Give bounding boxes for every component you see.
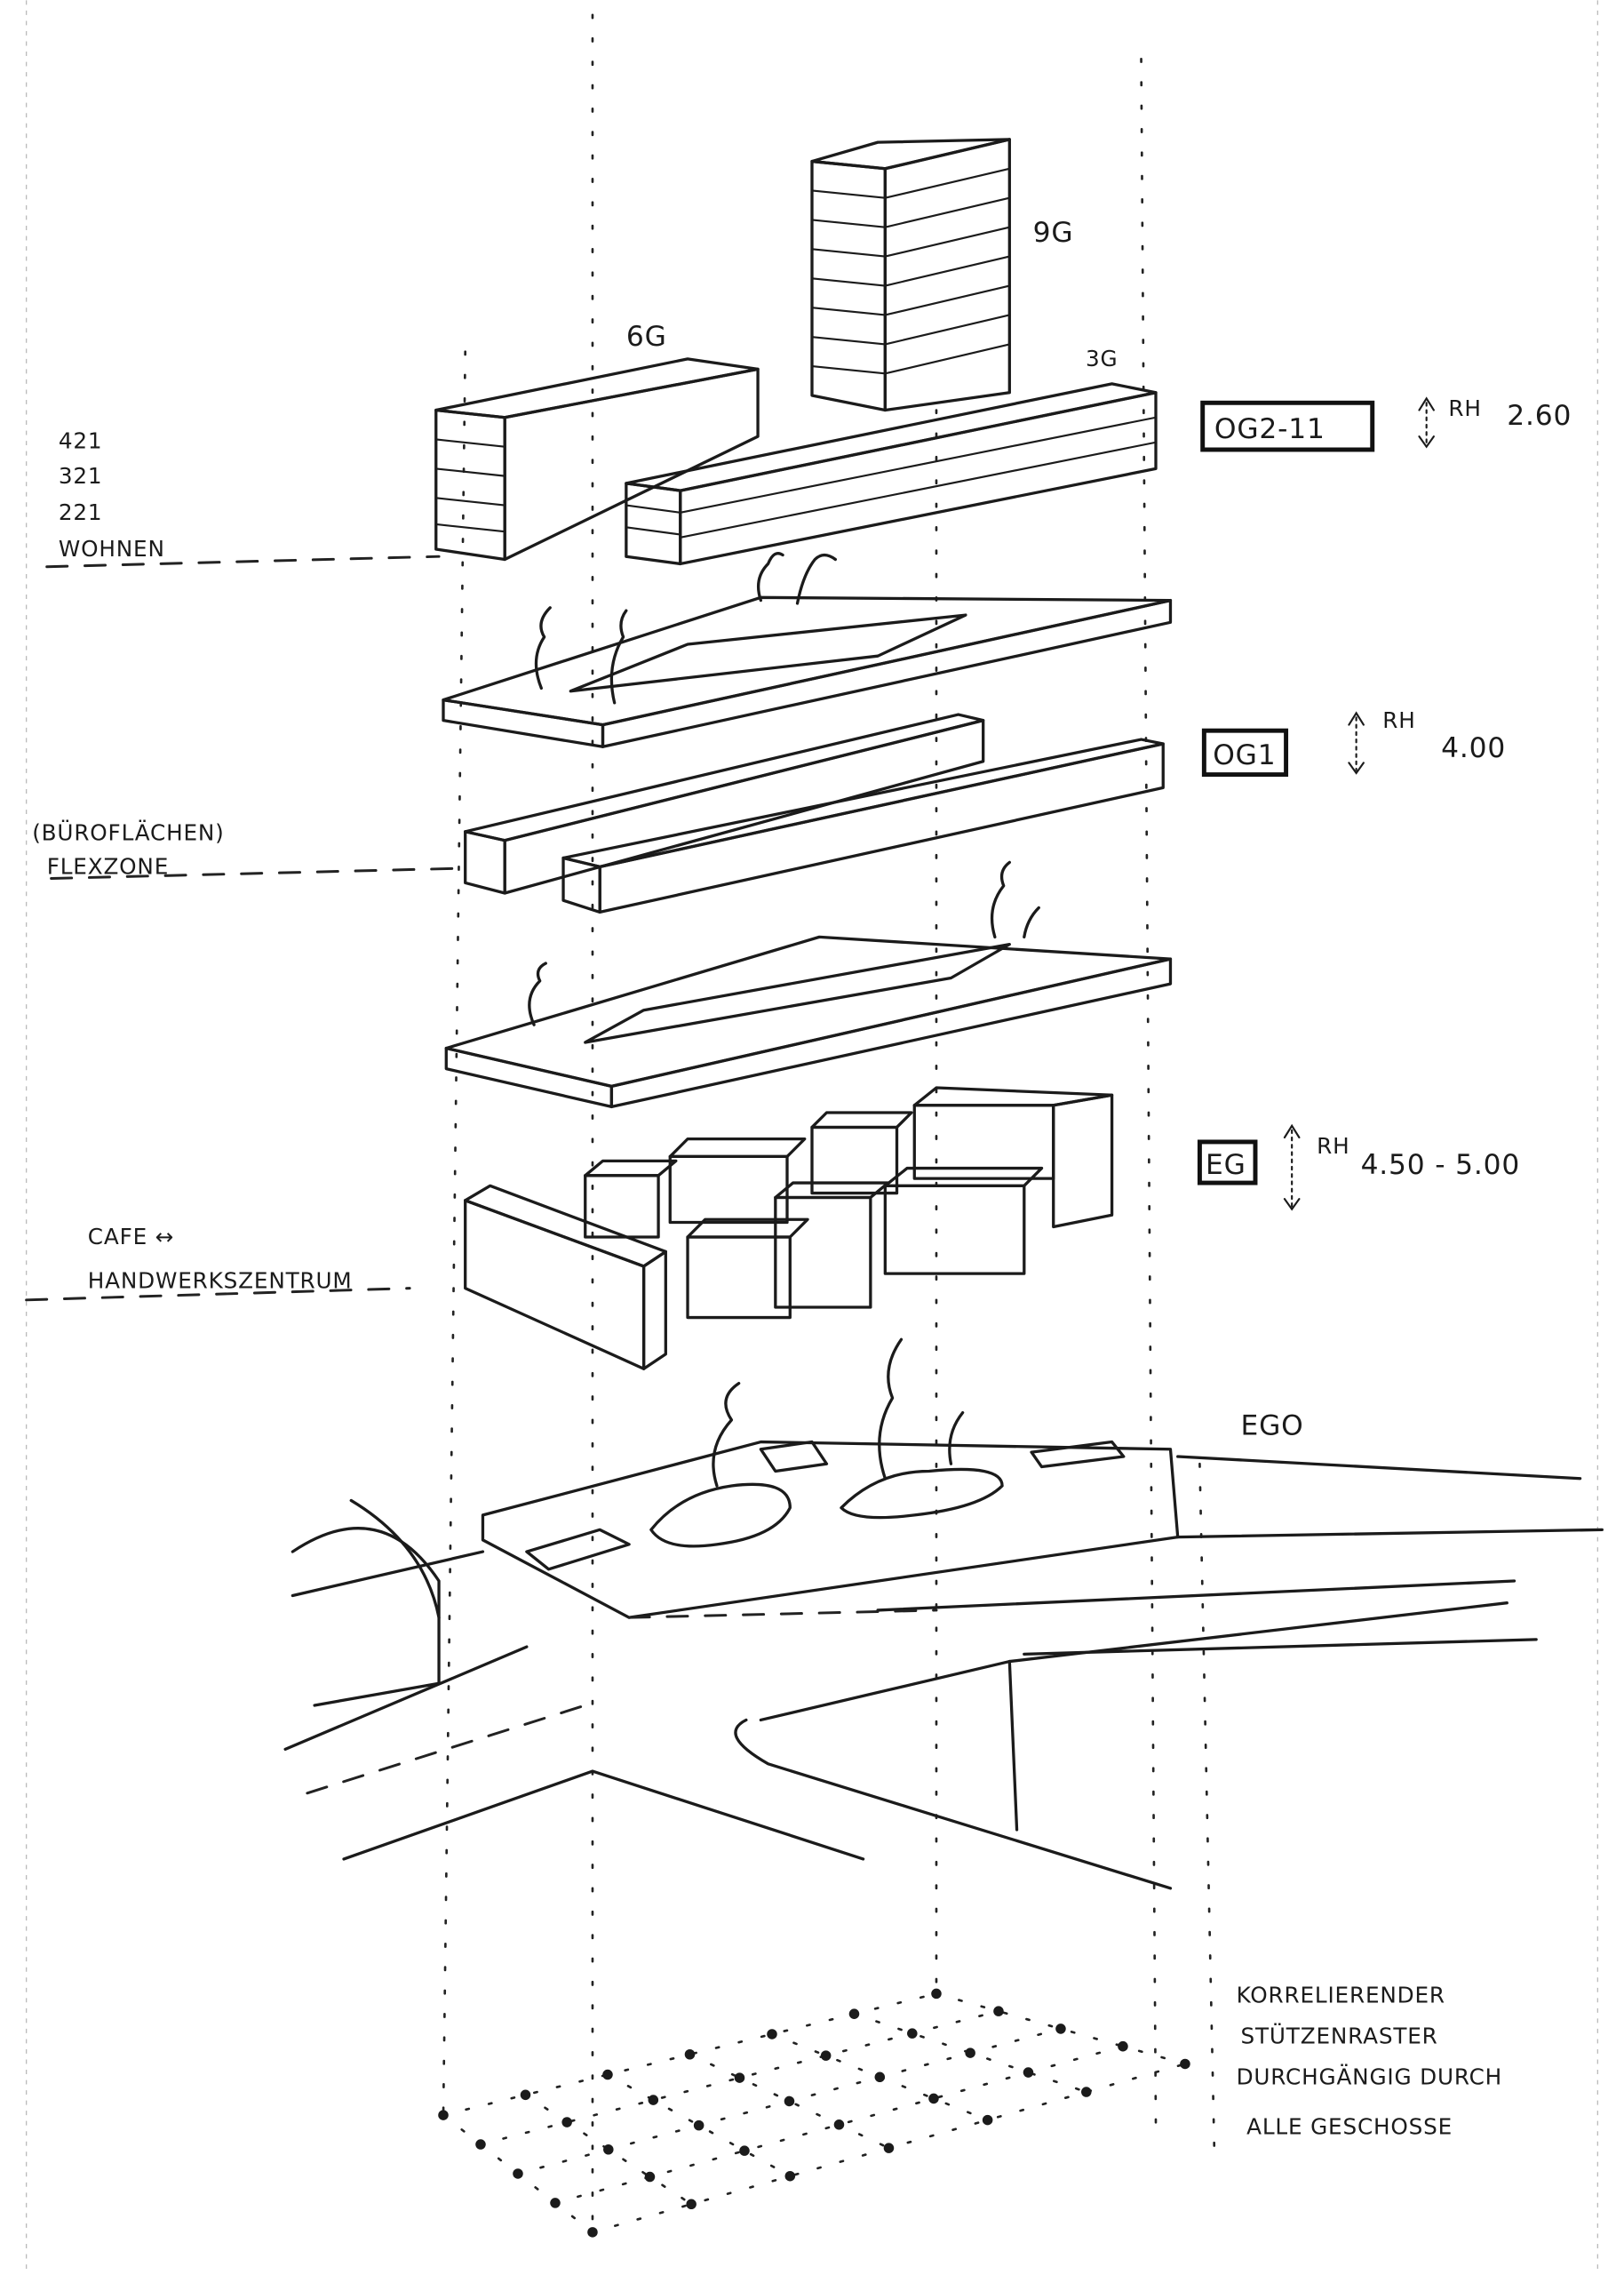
label-ego: EGO xyxy=(1241,1409,1304,1441)
column-dot xyxy=(965,2048,975,2058)
column-dot xyxy=(475,2139,486,2150)
column-dot xyxy=(848,2008,860,2019)
bar-3g xyxy=(625,382,1158,566)
column-dot xyxy=(438,2110,449,2120)
column-dot xyxy=(982,2114,993,2126)
column-dot xyxy=(883,2143,895,2153)
column-dot xyxy=(1180,2058,1190,2070)
level-tag: OG1 xyxy=(1213,739,1276,771)
column-dot xyxy=(784,2095,795,2107)
note-wohnen: WOHNEN xyxy=(59,536,165,562)
rh-value: 4.00 xyxy=(1441,732,1506,764)
column-dot xyxy=(603,2144,614,2155)
column-dot xyxy=(931,1988,942,2000)
note-handwerkszentrum: HANDWERKSZENTRUM xyxy=(88,1268,353,1294)
note-bueroflaechen: (BÜROFLÄCHEN) xyxy=(32,820,224,846)
grid-note-line-1: KORRELIERENDER xyxy=(1237,1982,1445,2008)
ground-floor-boxes xyxy=(464,1086,1114,1370)
column-lines xyxy=(442,13,1216,2234)
level-og2-11: OG2-11 RH 2.60 xyxy=(1200,395,1572,452)
rh-label: RH xyxy=(1382,707,1415,733)
column-dot xyxy=(693,2119,705,2131)
leader-flexzone xyxy=(50,866,467,880)
column-dot xyxy=(602,2069,613,2080)
level-tag: OG2-11 xyxy=(1214,413,1325,445)
leader-wohnen xyxy=(45,555,441,569)
column-dot xyxy=(874,2071,886,2083)
column-dot xyxy=(734,2072,745,2083)
rh-value: 2.60 xyxy=(1507,400,1572,432)
rh-value: 4.50 - 5.00 xyxy=(1361,1149,1521,1181)
column-dot xyxy=(993,2006,1004,2016)
grid-note-line-3: DURCHGÄNGIG DURCH xyxy=(1237,2064,1502,2090)
column-dot xyxy=(520,2089,531,2101)
note-unit-321: 321 xyxy=(59,463,103,489)
label-6g: 6G xyxy=(626,321,667,353)
column-dot xyxy=(820,2050,832,2061)
column-dot xyxy=(1055,2024,1066,2034)
column-dot xyxy=(550,2198,561,2208)
height-arrow-icon xyxy=(1418,396,1435,449)
height-arrow-icon xyxy=(1283,1123,1301,1211)
label-9g: 9G xyxy=(1033,217,1074,249)
grid-note-line-4: ALLE GESCHOSSE xyxy=(1246,2114,1453,2140)
column-dot xyxy=(833,2119,845,2130)
streets xyxy=(283,1455,1604,1890)
ground-slab xyxy=(481,1337,1180,1619)
column-dot xyxy=(684,2048,696,2060)
slab-courtyard xyxy=(444,860,1173,1109)
column-dot xyxy=(767,2029,777,2040)
column-dot xyxy=(587,2227,598,2238)
grid-note-line-2: STÜTZENRASTER xyxy=(1241,2023,1438,2048)
rh-label: RH xyxy=(1317,1133,1349,1159)
tower-9g xyxy=(810,138,1011,412)
column-dot xyxy=(644,2171,656,2183)
note-unit-421: 421 xyxy=(59,427,103,453)
level-eg: EG RH 4.50 - 5.00 xyxy=(1197,1123,1521,1211)
column-dot xyxy=(513,2168,523,2179)
column-dot xyxy=(1081,2087,1092,2097)
column-grid xyxy=(438,1988,1190,2238)
column-dot xyxy=(686,2199,697,2210)
column-dot xyxy=(784,2170,796,2182)
note-flexzone: FLEXZONE xyxy=(47,854,169,880)
grid-line xyxy=(524,2093,693,2206)
column-dot xyxy=(1023,2067,1034,2078)
column-dot xyxy=(739,2145,750,2156)
level-og1: OG1 RH 4.00 xyxy=(1201,707,1506,778)
note-cafe: CAFE ↔ xyxy=(88,1224,174,1249)
slab-roof-garden xyxy=(442,552,1173,748)
column-dot xyxy=(561,2117,572,2127)
column-dot xyxy=(1118,2040,1128,2052)
block-6g xyxy=(434,357,760,562)
level-tag: EG xyxy=(1206,1149,1246,1181)
column-dot xyxy=(907,2028,918,2039)
column-dot xyxy=(928,2093,939,2104)
label-3g: 3G xyxy=(1086,346,1118,371)
rh-label: RH xyxy=(1448,395,1481,421)
office-bars xyxy=(464,713,1165,914)
leader-handwerk xyxy=(25,1287,411,1302)
height-arrow-icon xyxy=(1348,711,1365,775)
note-unit-221: 221 xyxy=(59,499,103,525)
column-dot xyxy=(648,2095,659,2105)
